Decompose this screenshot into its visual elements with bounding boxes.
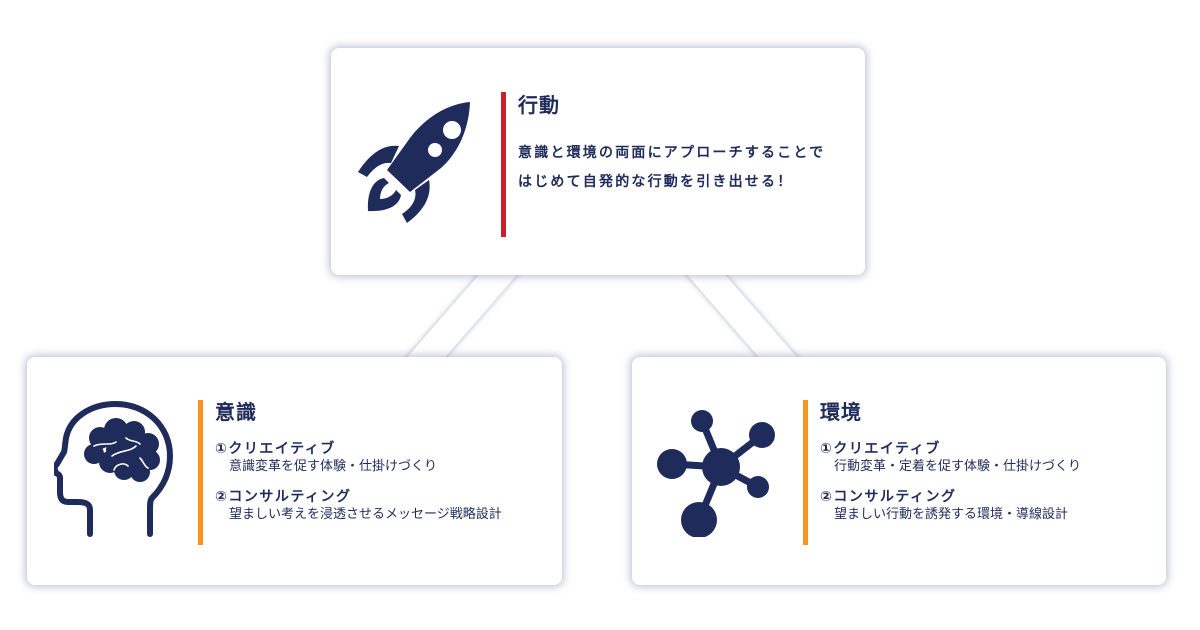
environment-title: 環境 [820,400,862,424]
awareness-item-title: ①クリエイティブ [215,441,336,457]
connector-left [403,270,521,362]
action-text-block: 行動 意識と環境の両面にアプローチすることで はじめて自発的な行動を引き出せる！ [501,92,825,237]
environment-items: ①クリエイティブ 行動変革・定着を促す体験・仕掛けづくり ②コンサルティング 望… [820,440,1081,523]
network-nodes-icon [654,407,779,538]
awareness-item-description: 意識変革を促す体験・仕掛けづくり [229,459,438,474]
awareness-item-description: 望ましい考えを浸透させるメッセージ戦略設計 [229,507,502,522]
awareness-items: ①クリエイティブ 意識変革を促す体験・仕掛けづくり ②コンサルティング 望ましい… [215,440,502,523]
action-card: 行動 意識と環境の両面にアプローチすることで はじめて自発的な行動を引き出せる！ [331,48,865,275]
awareness-title: 意識 [215,400,257,424]
environment-item-creative: ①クリエイティブ 行動変革・定着を促す体験・仕掛けづくり [820,440,1081,475]
environment-card: 環境 ①クリエイティブ 行動変革・定着を促す体験・仕掛けづくり ②コンサルティン… [632,357,1166,585]
environment-text-block: 環境 ①クリエイティブ 行動変革・定着を促す体験・仕掛けづくり ②コンサルティン… [803,400,1081,545]
environment-item-description: 行動変革・定着を促す体験・仕掛けづくり [834,459,1082,474]
awareness-item-creative: ①クリエイティブ 意識変革を促す体験・仕掛けづくり [215,440,502,475]
awareness-item-consulting: ②コンサルティング 望ましい考えを浸透させるメッセージ戦略設計 [215,488,502,523]
action-title: 行動 [518,93,560,117]
awareness-item-title: ②コンサルティング [215,489,352,505]
awareness-text-block: 意識 ①クリエイティブ 意識変革を促す体験・仕掛けづくり ②コンサルティング 望… [198,400,502,545]
brain-head-icon [51,400,179,540]
rocket-icon [355,100,475,225]
action-lead-line-2: はじめて自発的な行動を引き出せる！ [518,174,794,190]
connector-right [683,270,801,362]
environment-item-title: ②コンサルティング [820,489,957,505]
awareness-card: 意識 ①クリエイティブ 意識変革を促す体験・仕掛けづくり ②コンサルティング 望… [27,357,562,585]
environment-item-description: 望ましい行動を誘発する環境・導線設計 [834,507,1069,522]
environment-item-consulting: ②コンサルティング 望ましい行動を誘発する環境・導線設計 [820,488,1081,523]
action-lead-line-1: 意識と環境の両面にアプローチすることで [518,145,826,161]
action-lead: 意識と環境の両面にアプローチすることで はじめて自発的な行動を引き出せる！ [518,139,825,197]
environment-item-title: ①クリエイティブ [820,441,941,457]
